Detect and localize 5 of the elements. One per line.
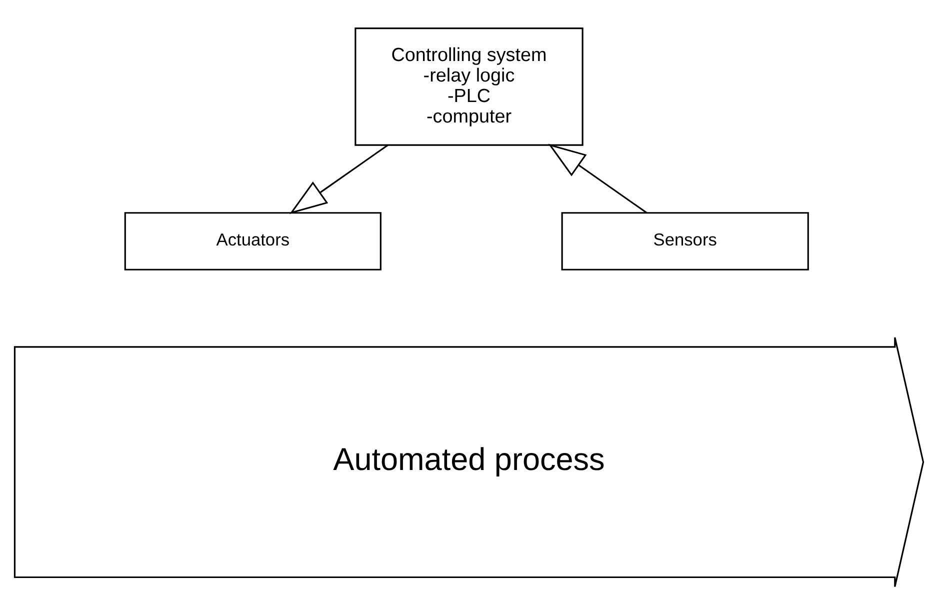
node-box: Actuators	[124, 212, 382, 270]
node-box: Controlling system -relay logic -PLC -computer	[354, 28, 584, 146]
arrow	[548, 144, 647, 214]
node-box: Sensors	[561, 212, 809, 270]
arrow	[290, 144, 388, 214]
